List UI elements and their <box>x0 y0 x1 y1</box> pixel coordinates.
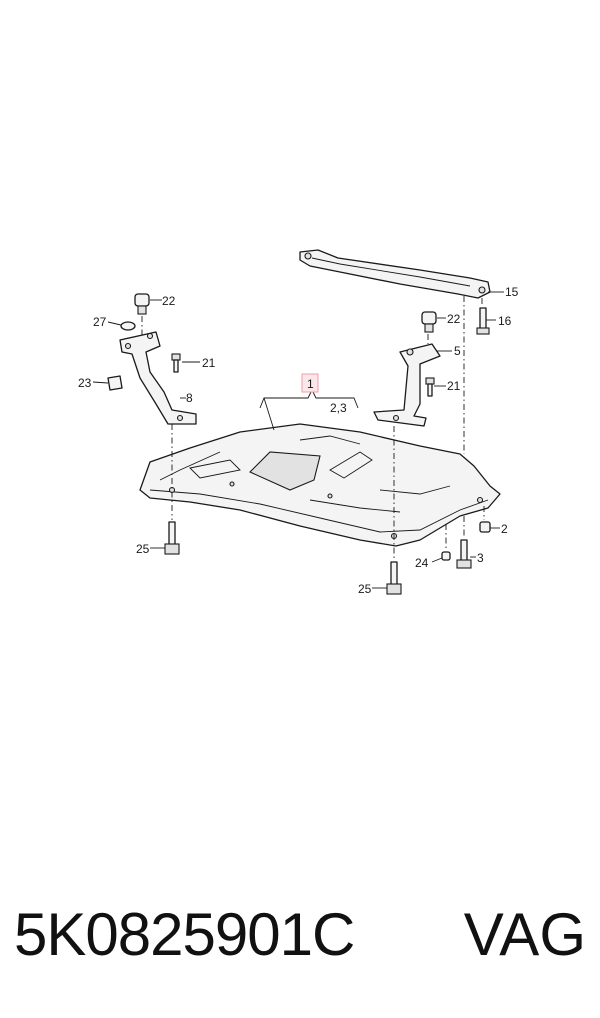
callout-2-3: 2,3 <box>330 401 347 415</box>
callout-22-left: 22 <box>162 294 176 308</box>
callout-2: 2 <box>501 522 508 536</box>
left-bracket-part <box>119 331 197 425</box>
callout-21-left: 21 <box>202 356 216 370</box>
callout-25-right: 25 <box>358 582 372 596</box>
cross-brace-part <box>299 249 491 299</box>
underbody-shield-part <box>139 423 501 547</box>
screw-24 <box>441 551 451 561</box>
bolt-21-left <box>171 353 181 373</box>
callout-21-right: 21 <box>447 379 461 393</box>
clip-23 <box>107 375 123 391</box>
callout-5: 5 <box>454 344 461 358</box>
callout-22-right: 22 <box>447 312 461 326</box>
alignment-lines <box>141 296 485 560</box>
callout-8: 8 <box>186 391 193 405</box>
callout-3: 3 <box>477 551 484 565</box>
bolt-25-left <box>164 521 180 555</box>
callout-27: 27 <box>93 315 107 329</box>
bolt-25-right <box>386 561 402 595</box>
nut-22-left <box>134 293 150 315</box>
footer: 5K0825901C VAG <box>0 890 600 980</box>
callout-1: 1 <box>307 377 314 391</box>
washer-27 <box>120 321 136 331</box>
nut-2 <box>479 521 491 533</box>
bolt-16 <box>476 307 490 335</box>
nut-22-right <box>421 311 437 333</box>
callout-1-highlight <box>301 373 319 393</box>
callout-15: 15 <box>505 285 519 299</box>
brand-label: VAG <box>463 901 586 968</box>
callout-16: 16 <box>498 314 512 328</box>
right-bracket-part <box>373 343 441 427</box>
bolt-21-right <box>425 377 435 397</box>
bolt-3 <box>456 539 472 569</box>
callout-24: 24 <box>415 556 429 570</box>
callout-25-left: 25 <box>136 542 150 556</box>
part-number: 5K0825901C <box>14 901 355 968</box>
callout-23: 23 <box>78 376 92 390</box>
